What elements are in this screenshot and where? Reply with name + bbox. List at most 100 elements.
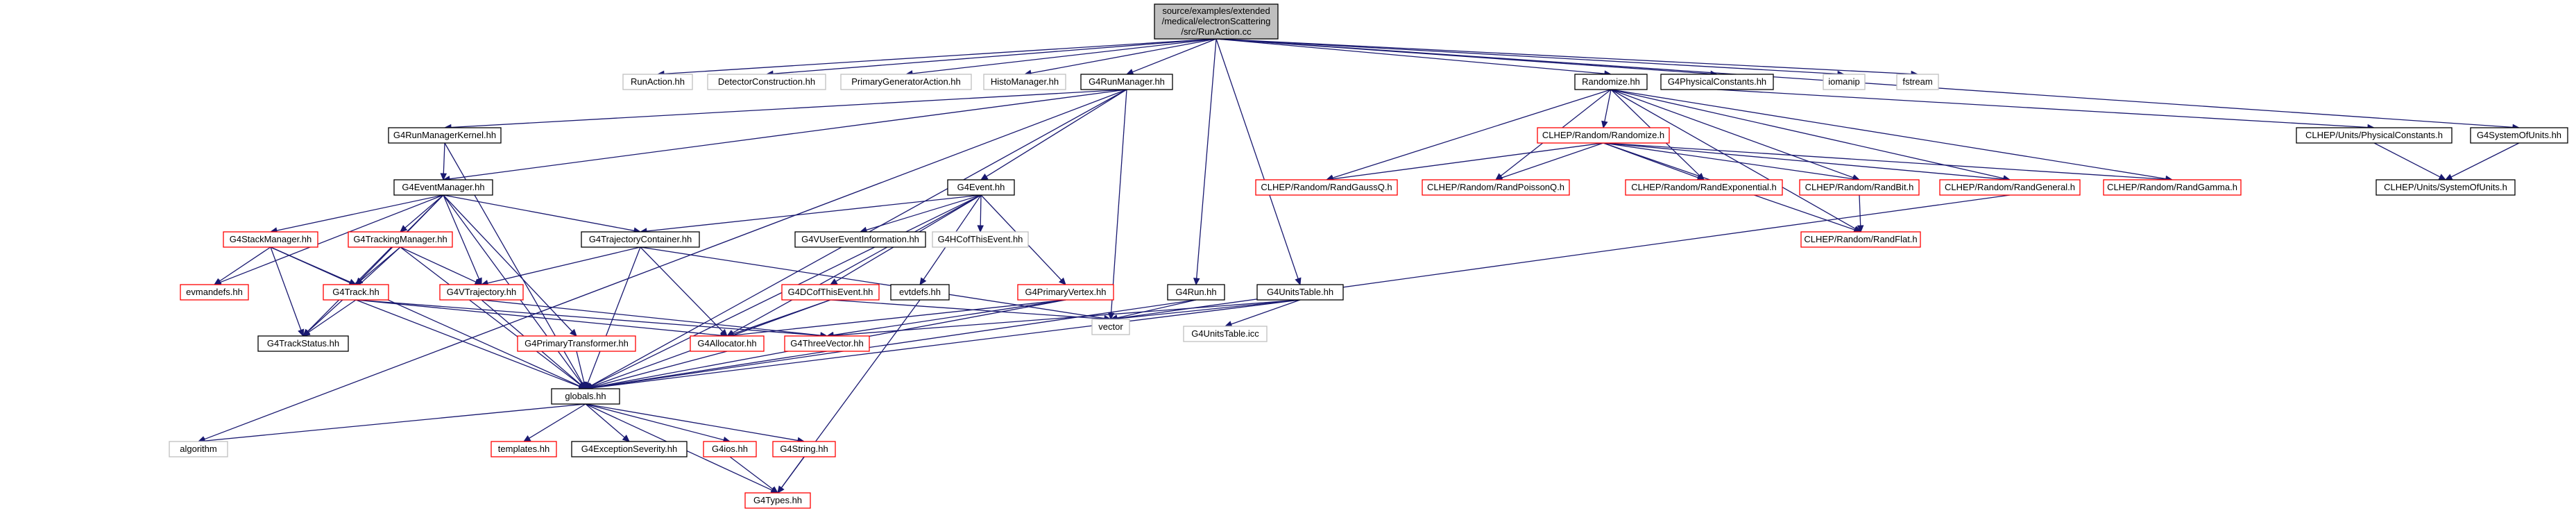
edge-g4primarytransformer-hh-to-globals-hh [576, 351, 588, 390]
node-box [772, 441, 836, 457]
node-g4vtrajectory-hh[interactable]: G4VTrajectory.hh [439, 284, 524, 301]
node-box [794, 231, 926, 248]
node-label: fstream [1902, 76, 1932, 87]
node-label: CLHEP/Random/RandGeneral.h [1945, 182, 2075, 192]
edge-g4eventmanager-hh-to-g4stackmanager-hh [269, 194, 444, 234]
node-label: G4ios.hh [712, 444, 748, 454]
edge-clhep-randbit-h-to-clhep-randflat-h [1857, 194, 1864, 233]
node-g4trackingmanager-hh[interactable]: G4TrackingManager.hh [348, 231, 453, 248]
node-g4trajectorycontainer-hh[interactable]: G4TrajectoryContainer.hh [581, 231, 700, 248]
node-box [2375, 179, 2516, 196]
node-box [840, 74, 972, 90]
node-g4hcofthisevent-hh[interactable]: G4HCofThisEvent.hh [932, 231, 1029, 248]
node-box [784, 335, 870, 352]
node-g4runmanager-hh[interactable]: G4RunManager.hh [1080, 74, 1173, 90]
node-clhep-random-randexponential-h[interactable]: CLHEP/Random/RandExponential.h [1625, 179, 1783, 196]
node-box [388, 127, 502, 144]
node-globals-hh[interactable]: globals.hh [551, 388, 620, 405]
node-g4trackstatus-hh[interactable]: G4TrackStatus.hh [257, 335, 349, 352]
node-histomanager-hh[interactable]: HistoManager.hh [983, 74, 1066, 90]
node-box [1800, 231, 1921, 248]
node-label: G4Track.hh [332, 287, 379, 297]
node-randomize-hh[interactable]: Randomize.hh [1574, 74, 1648, 90]
node-g4string-hh[interactable]: G4String.hh [772, 441, 836, 457]
node-g4unitstable-icc[interactable]: G4UnitsTable.icc [1183, 326, 1268, 342]
node-box [1799, 179, 1920, 196]
node-g4runmanagerkernel-hh[interactable]: G4RunManagerKernel.hh [388, 127, 502, 144]
node-clhep-random-randgeneral-h[interactable]: CLHEP/Random/RandGeneral.h [1939, 179, 2081, 196]
node-g4dcofthisevent-hh[interactable]: G4DCofThisEvent.hh [781, 284, 880, 301]
node-g4stackmanager-hh[interactable]: G4StackManager.hh [223, 231, 318, 248]
node-label: G4Allocator.hh [697, 338, 756, 348]
node-box [1080, 74, 1173, 90]
edge-clhep-randomize-h-to-clhep-randgamma-h [1603, 142, 2174, 183]
node-g4primarytransformer-hh[interactable]: G4PrimaryTransformer.hh [517, 335, 636, 352]
node-box [1183, 326, 1268, 342]
node-g4track-hh[interactable]: G4Track.hh [323, 284, 389, 301]
node-detectorconstruction-hh[interactable]: DetectorConstruction.hh [707, 74, 826, 90]
edge-randomize-hh-to-clhep-randflat-h [1610, 89, 1862, 233]
node-box [1574, 74, 1648, 90]
node-box [703, 441, 757, 457]
node-g4systemofunits-hh[interactable]: G4SystemOfUnits.hh [2470, 127, 2568, 144]
node-g4threevector-hh[interactable]: G4ThreeVector.hh [784, 335, 870, 352]
node-box [393, 179, 493, 196]
node-runaction-hh[interactable]: RunAction.hh [622, 74, 693, 90]
node-box [323, 284, 389, 301]
node-clhep-random-randflat-h[interactable]: CLHEP/Random/RandFlat.h [1800, 231, 1921, 248]
node-g4physicalconstants-hh[interactable]: G4PhysicalConstants.hh [1660, 74, 1774, 90]
node-box [1896, 74, 1939, 90]
node-label: G4String.hh [780, 444, 828, 454]
edge-clhep-randomize-h-to-clhep-randpoissonq-h [1494, 142, 1604, 181]
node-g4eventmanager-hh[interactable]: G4EventManager.hh [393, 179, 493, 196]
node-g4event-hh[interactable]: G4Event.hh [947, 179, 1015, 196]
node-primarygeneratoraction-hh[interactable]: PrimaryGeneratorAction.hh [840, 74, 972, 90]
node-box [932, 231, 1029, 248]
node-label: /src/RunAction.cc [1181, 26, 1252, 37]
node-label: CLHEP/Random/RandFlat.h [1804, 234, 1917, 244]
node-box [169, 441, 228, 457]
node-g4unitstable-hh[interactable]: G4UnitsTable.hh [1256, 284, 1344, 301]
node-clhep-units-systemofunits-h[interactable]: CLHEP/Units/SystemOfUnits.h [2375, 179, 2516, 196]
node-evtdefs-hh[interactable]: evtdefs.hh [890, 284, 950, 301]
node-g4primaryvertex-hh[interactable]: G4PrimaryVertex.hh [1017, 284, 1114, 301]
node-clhep-random-randgaussq-h[interactable]: CLHEP/Random/RandGaussQ.h [1255, 179, 1398, 196]
node-clhep-units-physicalconstants-h[interactable]: CLHEP/Units/PhysicalConstants.h [2296, 127, 2453, 144]
node-box [180, 284, 249, 301]
node-g4ios-hh[interactable]: G4ios.hh [703, 441, 757, 457]
node-clhep-random-randomize-h[interactable]: CLHEP/Random/Randomize.h [1537, 127, 1670, 144]
node-clhep-random-randgamma-h[interactable]: CLHEP/Random/RandGamma.h [2103, 179, 2242, 196]
node-label: PrimaryGeneratorAction.hh [851, 76, 961, 87]
node-box [223, 231, 318, 248]
node-g4vusereventinformation-hh[interactable]: G4VUserEventInformation.hh [794, 231, 926, 248]
node-iomanip[interactable]: iomanip [1823, 74, 1866, 90]
node-g4types-hh[interactable]: G4Types.hh [744, 492, 811, 509]
node-label: Randomize.hh [1582, 76, 1640, 87]
node-label: G4HCofThisEvent.hh [938, 234, 1023, 244]
node-g4run-hh[interactable]: G4Run.hh [1167, 284, 1225, 301]
node-clhep-random-randbit-h[interactable]: CLHEP/Random/RandBit.h [1799, 179, 1920, 196]
edge-clhep-physicalconstants-h-to-clhep-systemofunits-h [2373, 142, 2447, 180]
node-vector[interactable]: vector [1091, 319, 1130, 335]
node-label: G4VTrajectory.hh [447, 287, 516, 297]
edge-globals-hh-to-templates-hh [522, 403, 586, 442]
node-templates-hh[interactable]: templates.hh [491, 441, 557, 457]
node-label: G4VUserEventInformation.hh [801, 234, 919, 244]
node-fstream[interactable]: fstream [1896, 74, 1939, 90]
node-box [1167, 284, 1225, 301]
edge-root-to-g4run-hh [1193, 38, 1217, 286]
node-clhep-random-randpoissonq-h[interactable]: CLHEP/Random/RandPoissonQ.h [1422, 179, 1570, 196]
node-algorithm[interactable]: algorithm [169, 441, 228, 457]
node-box [622, 74, 693, 90]
node-source-examples-extended-medical-electronscattering-src-runaction-cc[interactable]: source/examples/extended/medical/electro… [1154, 3, 1279, 40]
node-label: CLHEP/Random/RandPoissonQ.h [1427, 182, 1564, 192]
edge-g4trackingmanager-hh-to-g4vtrajectory-hh [400, 246, 483, 285]
node-box [439, 284, 524, 301]
node-evmandefs-hh[interactable]: evmandefs.hh [180, 284, 249, 301]
node-label: CLHEP/Random/Randomize.h [1542, 130, 1664, 140]
node-g4exceptionseverity-hh[interactable]: G4ExceptionSeverity.hh [571, 441, 688, 457]
node-label: CLHEP/Random/RandGamma.h [2107, 182, 2237, 192]
node-g4allocator-hh[interactable]: G4Allocator.hh [690, 335, 765, 352]
node-label: /medical/electronScattering [1162, 16, 1271, 26]
